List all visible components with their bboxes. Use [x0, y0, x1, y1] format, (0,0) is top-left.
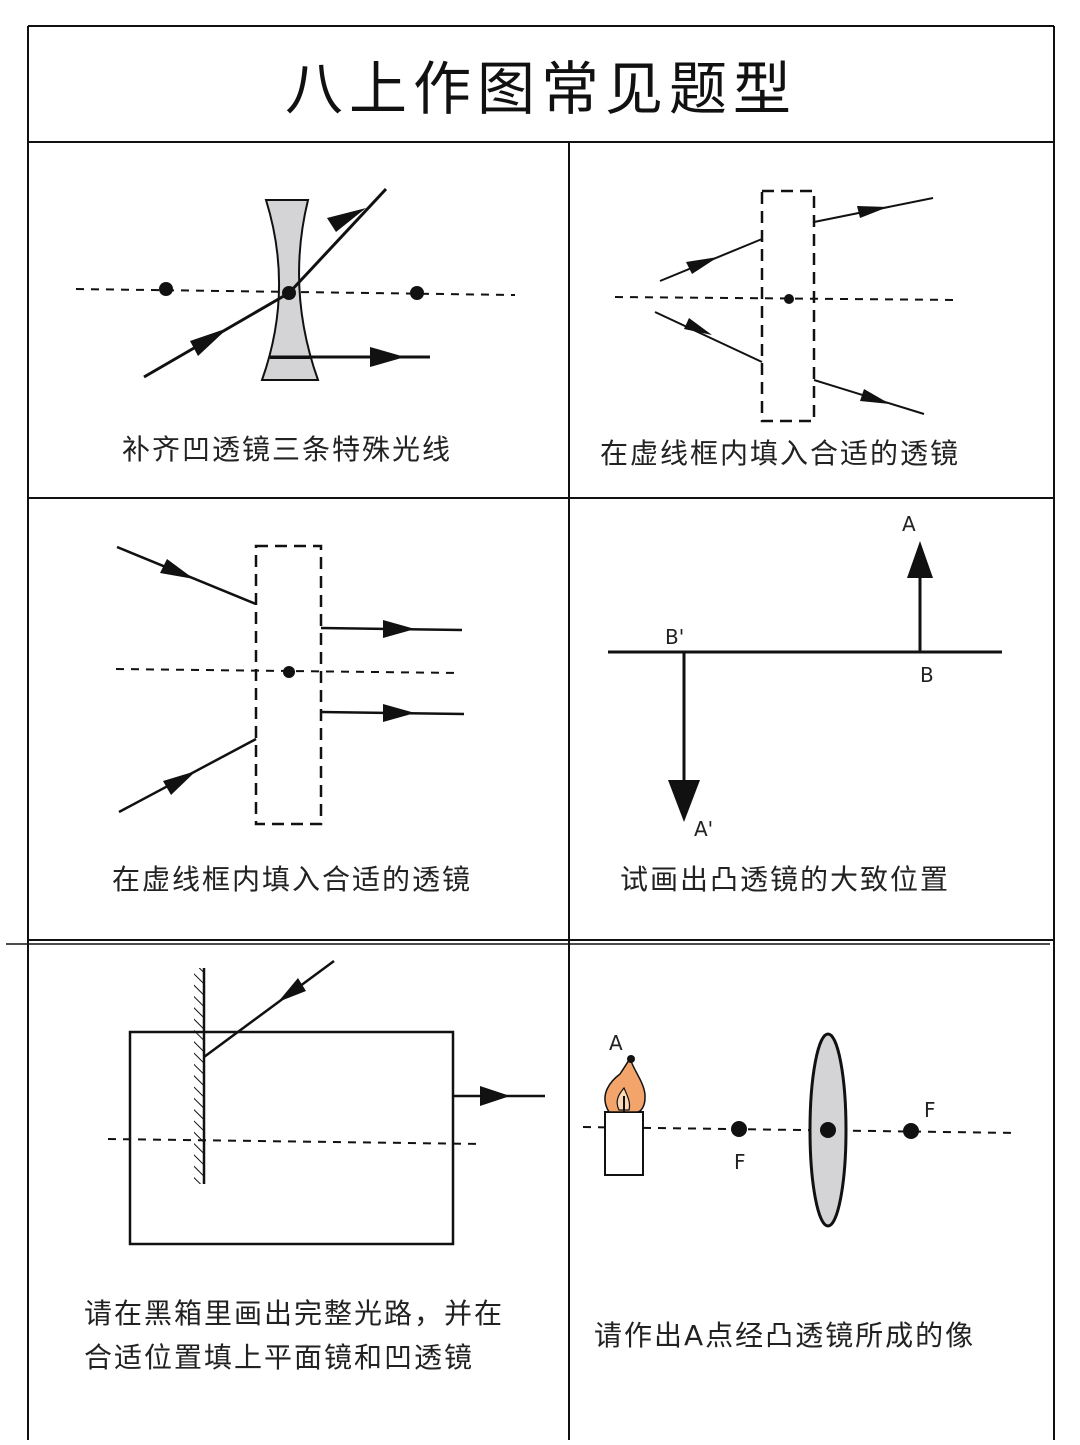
ray-arrow — [370, 347, 405, 367]
focal-point-left — [159, 282, 173, 296]
ray-arrow — [190, 328, 228, 356]
focal-point-right — [410, 286, 424, 300]
ray-arrow — [160, 559, 194, 579]
label-F-left: F — [734, 1150, 746, 1174]
optical-center — [784, 294, 794, 304]
ray-arrow — [278, 978, 306, 1002]
image-arrowhead — [668, 780, 700, 822]
label-F-right: F — [924, 1098, 936, 1122]
mirror-hatching — [194, 968, 204, 1184]
ray-arrow — [480, 1086, 510, 1106]
page-title: 八上作图常见题型 — [284, 55, 797, 123]
panel-5-caption-line-1: 请在黑箱里画出完整光路，并在 — [84, 1297, 505, 1330]
label-A: A — [609, 1031, 623, 1055]
panel-1-diagram — [75, 187, 516, 381]
object-arrowhead — [907, 541, 933, 578]
panel-3-caption: 在虚线框内填入合适的透镜 — [112, 863, 473, 896]
principal-axis — [75, 288, 516, 296]
panel-2-diagram — [614, 189, 961, 423]
panel-4-caption: 试画出凸透镜的大致位置 — [620, 863, 951, 896]
ray-through-center — [287, 187, 388, 295]
ray-arrow — [383, 620, 415, 638]
panel-6-diagram: A F F — [582, 1031, 1019, 1228]
dashed-lens-box — [760, 189, 816, 423]
ray-arrow — [860, 389, 890, 404]
focal-point-right — [903, 1123, 919, 1139]
ray-arrow — [686, 257, 718, 274]
ray-arrow — [383, 704, 415, 722]
principal-axis — [107, 1138, 483, 1145]
principal-axis — [582, 1126, 1019, 1134]
focal-point-left — [731, 1121, 747, 1137]
incident-ray — [203, 959, 335, 1059]
panel-4-diagram: A B B' A' — [608, 512, 1002, 841]
dashed-lens-box — [254, 544, 323, 826]
label-B-prime: B' — [665, 625, 684, 649]
ray-arrow — [163, 771, 196, 795]
grid-frame — [6, 25, 1055, 1440]
candle-body — [604, 1111, 644, 1176]
panel-5-diagram — [107, 959, 545, 1246]
black-box — [128, 1030, 455, 1246]
panel-2-caption: 在虚线框内填入合适的透镜 — [600, 437, 961, 470]
optical-center — [283, 666, 295, 678]
point-A — [627, 1055, 635, 1063]
panel-3-diagram — [115, 544, 465, 826]
panel-5-caption-line-2: 合适位置填上平面镜和凹透镜 — [84, 1341, 475, 1374]
label-A: A — [902, 512, 916, 536]
optical-center — [820, 1122, 836, 1138]
label-B: B — [920, 663, 934, 687]
panel-6-caption: 请作出A点经凸透镜所成的像 — [594, 1319, 976, 1352]
label-A-prime: A' — [694, 817, 713, 841]
ray-arrow — [857, 206, 888, 218]
ray-arrow — [327, 208, 366, 232]
ray-arrow — [684, 318, 712, 335]
panel-1-caption: 补齐凹透镜三条特殊光线 — [122, 433, 453, 466]
